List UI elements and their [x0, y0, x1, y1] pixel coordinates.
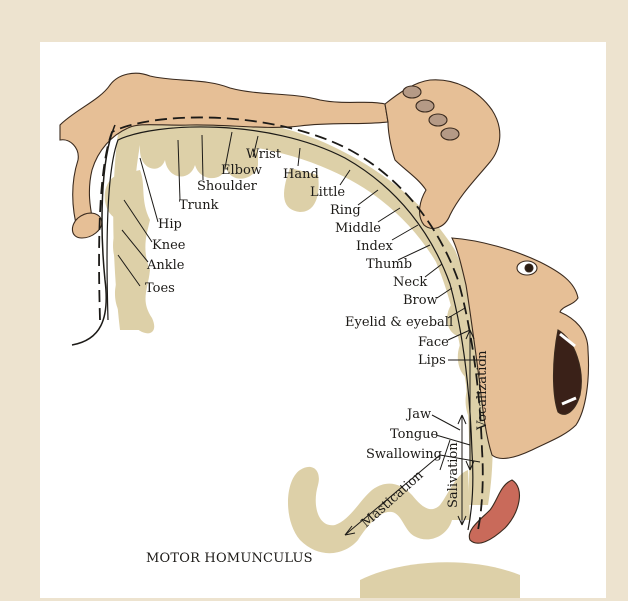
label-vocalization: Vocalization — [475, 350, 490, 431]
label-swallowing: Swallowing — [366, 447, 442, 462]
label-trunk: Trunk — [179, 198, 219, 213]
label-lips: Lips — [418, 353, 446, 368]
fingernail — [441, 128, 459, 140]
label-salivation: Salivation — [446, 442, 461, 508]
label-shoulder: Shoulder — [197, 179, 258, 194]
label-tongue: Tongue — [390, 427, 439, 442]
label-elbow: Elbow — [221, 163, 262, 178]
label-brow: Brow — [403, 293, 438, 308]
cortex-base-gyrus — [360, 562, 520, 598]
label-eyelid-eyeball: Eyelid & eyeball — [345, 315, 453, 330]
fingernail — [403, 86, 421, 98]
label-wrist: Wrist — [246, 147, 282, 162]
pupil — [525, 264, 533, 272]
label-jaw: Jaw — [405, 407, 431, 422]
fingernail — [416, 100, 434, 112]
label-middle: Middle — [335, 221, 381, 236]
label-hand: Hand — [283, 167, 319, 182]
figure-caption: MOTOR HOMUNCULUS — [146, 551, 313, 566]
label-face: Face — [418, 335, 449, 350]
label-toes: Toes — [145, 281, 175, 296]
fingernail — [429, 114, 447, 126]
label-hip: Hip — [158, 217, 182, 232]
label-neck: Neck — [393, 275, 427, 290]
label-thumb: Thumb — [366, 257, 412, 272]
label-ring: Ring — [330, 203, 361, 218]
label-knee: Knee — [152, 238, 186, 253]
gyrus-left-1 — [105, 170, 154, 333]
label-little: Little — [310, 185, 345, 200]
label-index: Index — [356, 239, 394, 254]
label-ankle: Ankle — [146, 258, 185, 273]
